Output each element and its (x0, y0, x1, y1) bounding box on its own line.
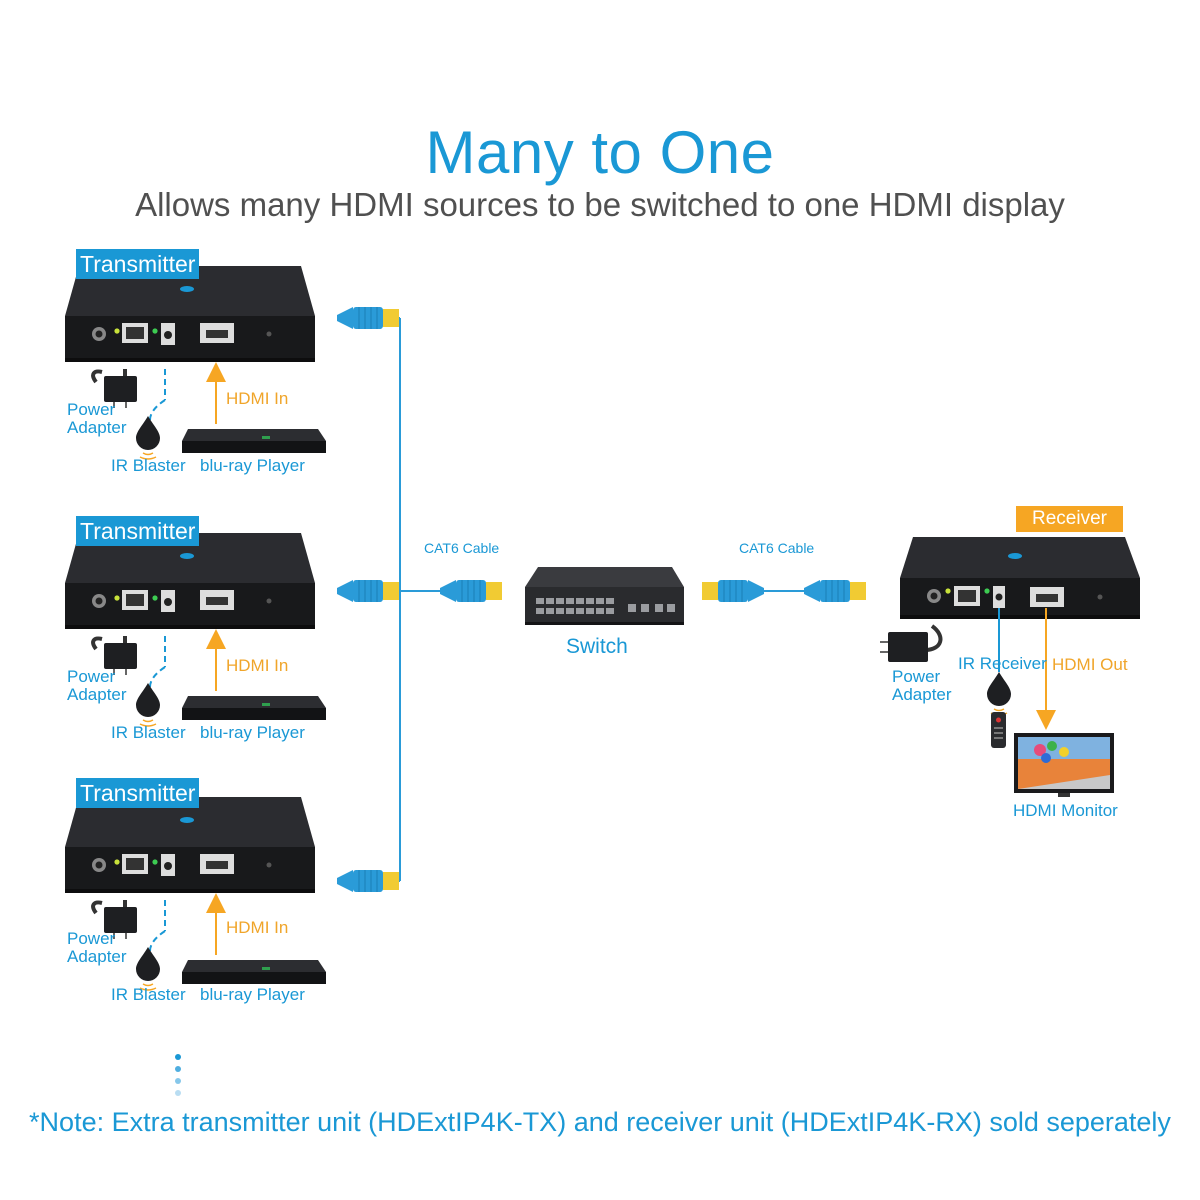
cable-plug-switch-left (439, 579, 503, 603)
ir-receiver-icon (986, 671, 1012, 716)
power-adapter-label-1a: Power (67, 400, 116, 419)
power-adapter-label-1b: Adapter (67, 418, 127, 437)
cable-plug-tx2 (336, 579, 400, 603)
hdmi-in-label-3: HDMI In (226, 918, 289, 937)
remote-control-icon (991, 712, 1006, 748)
receiver-unit (900, 537, 1140, 619)
hdmi-monitor-label: HDMI Monitor (1013, 801, 1118, 820)
ir-blaster-label-2: IR Blaster (111, 723, 186, 742)
cable-plug-switch-right (701, 579, 765, 603)
ir-blaster-icon (135, 682, 161, 727)
hdmi-out-label: HDMI Out (1052, 655, 1128, 674)
power-adapter-label-3a: Power (67, 929, 116, 948)
source-label-2: blu-ray Player (200, 723, 305, 742)
continuation-dots (175, 1054, 181, 1096)
receiver-accessories (880, 608, 1114, 797)
ir-blaster-label-1: IR Blaster (111, 456, 186, 475)
cable-plug-tx3 (336, 869, 400, 893)
receiver-power-label-a: Power (892, 667, 941, 686)
transmitter-tag-3: Transmitter (76, 778, 200, 808)
transmitter-unit-3 (65, 797, 400, 991)
ir-blaster-icon (135, 946, 161, 991)
transmitter-tag-1: Transmitter (76, 249, 200, 279)
cable-plug-tx1 (336, 306, 400, 330)
cable-label-left: CAT6 Cable (424, 540, 500, 556)
power-adapter-label-2a: Power (67, 667, 116, 686)
switch-label: Switch (566, 635, 628, 658)
power-adapter-label-3b: Adapter (67, 947, 127, 966)
bluray-player-icon (182, 696, 326, 720)
source-label-3: blu-ray Player (200, 985, 305, 1004)
transmitter-unit-1 (65, 266, 400, 460)
receiver-power-label-b: Adapter (892, 685, 952, 704)
transmitter-tag-2: Transmitter (76, 516, 200, 546)
ir-receiver-label: IR Receiver (958, 654, 1047, 673)
ir-blaster-label-3: IR Blaster (111, 985, 186, 1004)
source-label-1: blu-ray Player (200, 456, 305, 475)
footnote: *Note: Extra transmitter unit (HDExtIP4K… (29, 1107, 1171, 1137)
hdmi-monitor-icon (1014, 733, 1114, 797)
power-adapter-label-2b: Adapter (67, 685, 127, 704)
hdmi-in-label-2: HDMI In (226, 656, 289, 675)
power-adapter-icon (888, 632, 928, 662)
receiver-tag: Receiver (1016, 506, 1123, 532)
bluray-player-icon (182, 429, 326, 453)
cable-plug-receiver (803, 579, 867, 603)
transmitter-unit-2 (65, 533, 400, 727)
cable-label-right: CAT6 Cable (739, 540, 815, 556)
page-subtitle: Allows many HDMI sources to be switched … (135, 186, 1065, 223)
ir-blaster-icon (135, 415, 161, 460)
page-title: Many to One (425, 119, 775, 186)
hdmi-in-label-1: HDMI In (226, 389, 289, 408)
network-switch-icon (525, 567, 684, 625)
bluray-player-icon (182, 960, 326, 984)
